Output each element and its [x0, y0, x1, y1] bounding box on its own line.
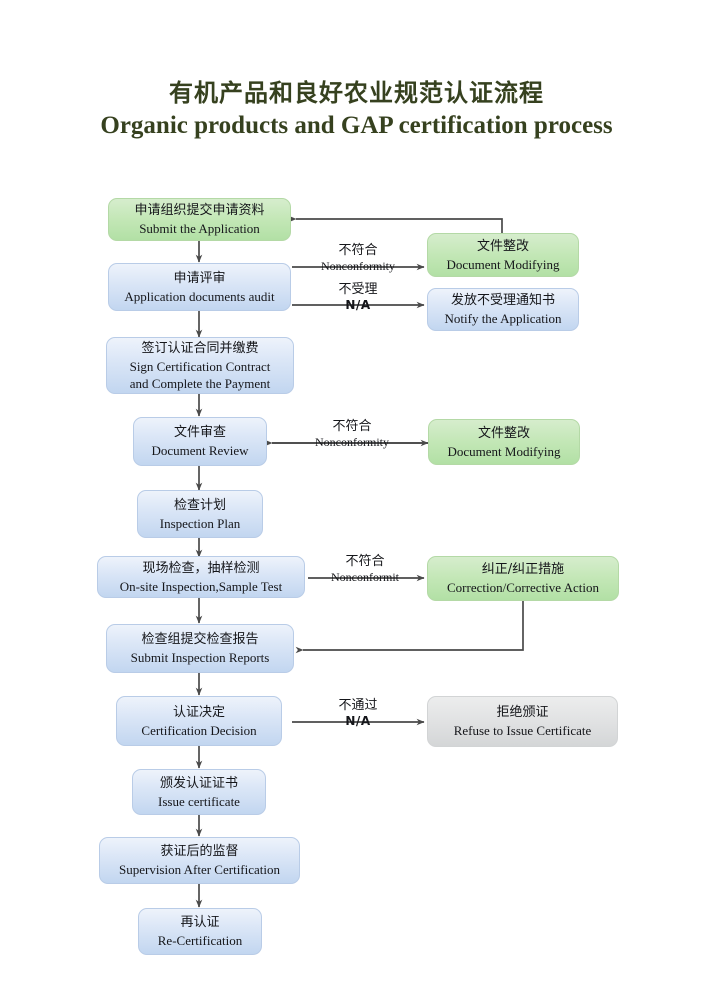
node-label-en: Correction/Corrective Action — [447, 580, 599, 595]
node-label-en-line2: and Complete the Payment — [129, 375, 271, 391]
node-label-cn: 现场检查，抽样检测 — [142, 560, 260, 576]
edge-label-en: Nonconformity — [315, 435, 389, 449]
edge-label-cn: 不符合 — [338, 243, 378, 258]
node-onsite-inspection[interactable]: 现场检查，抽样检测 On-site Inspection,Sample Test — [97, 556, 305, 598]
node-label-en: Certification Decision — [141, 722, 257, 738]
edge-label-audit-nonconformity: 不符合 Nonconformity — [298, 243, 418, 274]
edge-label-cn: 不符合 — [345, 554, 385, 569]
edge-label-audit-na: 不受理 N/A — [298, 282, 418, 313]
node-sign-contract[interactable]: 签订认证合同并缴费 Sign Certification Contract an… — [106, 337, 294, 394]
node-label-cn: 发放不受理通知书 — [450, 293, 555, 308]
edge-label-onsite-nonconformit: 不符合 Nonconformit — [305, 554, 425, 585]
node-label-en-line1: Sign Certification Contract — [129, 358, 271, 374]
node-corrective-action[interactable]: 纠正/纠正措施 Correction/Corrective Action — [427, 556, 619, 601]
node-label-en: Refuse to Issue Certificate — [453, 723, 592, 738]
edge-label-review-nonconformity: 不符合 Nonconformity — [292, 419, 412, 450]
edge-label-decision-na: 不通过 N/A — [298, 698, 418, 729]
node-label-cn: 文件整改 — [477, 425, 530, 441]
node-label-en: Re-Certification — [157, 933, 243, 948]
node-label-cn: 申请组织提交申请资料 — [134, 203, 265, 218]
node-refuse-certificate[interactable]: 拒绝颁证 Refuse to Issue Certificate — [427, 696, 618, 747]
wire-modify-loop-to-submit — [288, 215, 503, 233]
node-certification-decision[interactable]: 认证决定 Certification Decision — [116, 696, 282, 746]
node-label-en: Notify the Application — [444, 311, 562, 326]
edge-label-en: N/A — [345, 714, 371, 728]
node-document-review[interactable]: 文件审查 Document Review — [133, 417, 267, 466]
node-label-en: Supervision After Certification — [118, 862, 281, 877]
node-label-en: Document Modifying — [447, 443, 561, 459]
node-label-cn: 获证后的监督 — [160, 844, 239, 859]
edge-label-cn: 不符合 — [332, 419, 372, 434]
node-label-cn: 检查计划 — [173, 497, 226, 513]
node-application-audit[interactable]: 申请评审 Application documents audit — [108, 263, 291, 311]
node-label-en: Document Modifying — [446, 256, 560, 272]
node-supervision[interactable]: 获证后的监督 Supervision After Certification — [99, 837, 300, 884]
node-submit-reports[interactable]: 检查组提交检查报告 Submit Inspection Reports — [106, 624, 294, 673]
wire-correction-loop-to-reports — [295, 601, 524, 654]
node-submit-application[interactable]: 申请组织提交申请资料 Submit the Application — [108, 198, 291, 241]
edge-label-en: Nonconformity — [321, 259, 395, 273]
edge-label-cn: 不通过 — [338, 698, 378, 713]
node-label-cn: 签订认证合同并缴费 — [141, 340, 259, 356]
node-label-cn: 检查组提交检查报告 — [141, 632, 259, 647]
edge-label-en: Nonconformit — [331, 570, 399, 584]
node-recertification[interactable]: 再认证 Re-Certification — [138, 908, 262, 955]
node-label-cn: 认证决定 — [172, 704, 225, 720]
node-document-modifying-2[interactable]: 文件整改 Document Modifying — [428, 419, 580, 465]
node-label-en: Inspection Plan — [159, 515, 241, 531]
node-label-cn: 申请评审 — [173, 270, 226, 286]
node-label-cn: 拒绝颁证 — [496, 705, 549, 720]
node-label-cn: 再认证 — [180, 915, 220, 930]
title-chinese: 有机产品和良好农业规范认证流程 — [169, 79, 544, 107]
node-issue-certificate[interactable]: 颁发认证证书 Issue certificate — [132, 769, 266, 815]
node-label-en: On-site Inspection,Sample Test — [119, 578, 283, 594]
node-label-cn: 纠正/纠正措施 — [481, 562, 565, 577]
chart-title: 有机产品和良好农业规范认证流程 Organic products and GAP… — [0, 78, 713, 142]
node-label-en: Submit the Application — [139, 221, 260, 236]
node-notify-application[interactable]: 发放不受理通知书 Notify the Application — [427, 288, 579, 331]
node-label-en: Submit Inspection Reports — [130, 650, 270, 665]
edge-label-en: N/A — [345, 298, 371, 312]
title-english: Organic products and GAP certification p… — [100, 112, 613, 139]
node-label-cn: 颁发认证证书 — [159, 775, 238, 791]
edge-label-cn: 不受理 — [338, 282, 378, 297]
node-label-en: Document Review — [151, 443, 249, 458]
node-label-cn: 文件整改 — [476, 238, 529, 254]
node-label-en: Application documents audit — [124, 288, 275, 304]
node-label-cn: 文件审查 — [173, 425, 226, 440]
node-document-modifying-1[interactable]: 文件整改 Document Modifying — [427, 233, 579, 277]
node-inspection-plan[interactable]: 检查计划 Inspection Plan — [137, 490, 263, 538]
node-label-en: Issue certificate — [158, 793, 240, 809]
